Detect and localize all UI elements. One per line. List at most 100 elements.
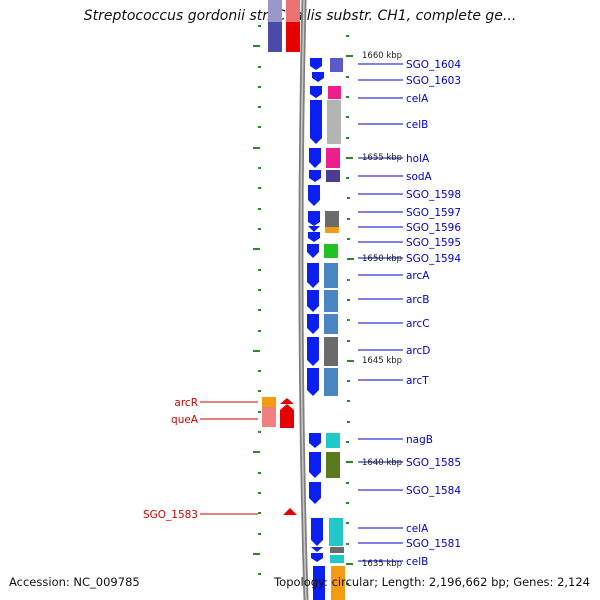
gene-arrow[interactable]	[309, 433, 321, 448]
forward-gene-label[interactable]: nagB	[358, 434, 433, 446]
forward-gene-label[interactable]: celA	[358, 93, 429, 105]
gene-label-text[interactable]: SGO_1596	[406, 222, 461, 234]
forward-gene-label[interactable]: celA	[358, 523, 429, 535]
forward-gene-label[interactable]: sodA	[358, 171, 433, 183]
forward-gene-label[interactable]: arcC	[358, 318, 430, 330]
cog-box[interactable]	[324, 368, 338, 396]
cog-box[interactable]	[262, 407, 276, 427]
gene-arrow[interactable]	[312, 72, 324, 82]
cog-box[interactable]	[330, 547, 344, 553]
gene-label-text[interactable]: SGO_1604	[406, 59, 461, 71]
gene-label-text[interactable]: arcA	[406, 270, 430, 282]
gene-label-text[interactable]: SGO_1598	[406, 189, 461, 201]
gene-label-text[interactable]: SGO_1594	[406, 253, 461, 265]
gene-arrow[interactable]	[313, 566, 325, 600]
forward-gene-label[interactable]: arcT	[358, 375, 429, 387]
reverse-label-group[interactable]: arcR queA SGO_1583	[143, 397, 258, 521]
forward-gene-label[interactable]: arcA	[358, 270, 430, 282]
gene-label-text[interactable]: holA	[406, 153, 430, 165]
cog-box[interactable]	[330, 58, 343, 72]
forward-gene-label[interactable]: arcD	[358, 345, 430, 357]
gene-label-text[interactable]: SGO_1581	[406, 538, 461, 550]
cog-box[interactable]	[324, 290, 338, 312]
gene-label-text[interactable]: arcR	[174, 397, 198, 409]
gene-arrow[interactable]	[307, 263, 319, 288]
forward-gene-label[interactable]: SGO_1596	[358, 222, 461, 234]
cog-box[interactable]	[262, 397, 276, 407]
forward-gene-label[interactable]: celB	[358, 119, 428, 131]
cog-box[interactable]	[329, 518, 343, 546]
cog-box[interactable]	[326, 452, 340, 478]
gene-arrow[interactable]	[311, 547, 323, 552]
forward-gene-label[interactable]: arcB	[358, 294, 430, 306]
gene-label-text[interactable]: arcC	[406, 318, 430, 330]
gene-arrow[interactable]	[307, 337, 319, 366]
forward-gene-label[interactable]: SGO_1595	[358, 237, 461, 249]
gene-label-text[interactable]: SGO_1603	[406, 75, 461, 87]
gene-arrow[interactable]	[309, 170, 321, 182]
forward-cog-track[interactable]	[324, 58, 345, 600]
gene-arrow[interactable]	[311, 553, 323, 562]
forward-gene-track[interactable]	[307, 58, 325, 600]
forward-gene-label[interactable]: SGO_1604	[358, 59, 461, 71]
gene-label-text[interactable]: SGO_1585	[406, 457, 461, 469]
cog-box[interactable]	[326, 170, 340, 182]
forward-gene-label[interactable]: SGO_1585	[358, 457, 461, 469]
gene-label-text[interactable]: arcD	[406, 345, 430, 357]
forward-gene-label[interactable]: SGO_1603	[358, 75, 461, 87]
gene-label-text[interactable]: queA	[171, 414, 199, 426]
gene-arrow[interactable]	[308, 226, 320, 232]
gene-label-text[interactable]: SGO_1597	[406, 207, 461, 219]
gene-arrow[interactable]	[310, 58, 322, 70]
cog-box[interactable]	[328, 86, 341, 99]
reverse-gene-label[interactable]: arcR	[174, 397, 258, 409]
reverse-gene-label[interactable]: SGO_1583	[143, 509, 258, 521]
cog-box[interactable]	[331, 566, 345, 600]
gene-arrow[interactable]	[307, 314, 319, 334]
gene-label-text[interactable]: SGO_1583	[143, 509, 198, 521]
gene-arrow[interactable]	[309, 148, 321, 168]
gene-arrow[interactable]	[307, 290, 319, 312]
gene-label-text[interactable]: SGO_1584	[406, 485, 461, 497]
cog-box[interactable]	[327, 100, 341, 144]
gene-label-text[interactable]: celB	[406, 556, 428, 568]
forward-gene-label[interactable]: SGO_1597	[358, 207, 461, 219]
gene-arrow[interactable]	[309, 452, 321, 478]
gene-arrow[interactable]	[308, 185, 320, 206]
gene-arrow[interactable]	[310, 100, 322, 144]
gene-arrow[interactable]	[307, 244, 319, 258]
cog-box[interactable]	[324, 337, 338, 366]
cog-box[interactable]	[326, 148, 340, 168]
gene-arrow[interactable]	[308, 232, 320, 242]
cog-box[interactable]	[330, 555, 344, 563]
forward-gene-label[interactable]: SGO_1581	[358, 538, 461, 550]
gene-label-text[interactable]: SGO_1595	[406, 237, 461, 249]
forward-gene-label[interactable]: holA	[358, 153, 430, 165]
gene-label-text[interactable]: sodA	[406, 171, 433, 183]
cog-box[interactable]	[324, 244, 338, 258]
gene-label-text[interactable]: nagB	[406, 434, 433, 446]
top-gene-cluster[interactable]	[268, 0, 300, 52]
gene-label-text[interactable]: celA	[406, 523, 429, 535]
gene-arrow[interactable]	[280, 398, 294, 404]
reverse-gene-track[interactable]	[262, 397, 297, 515]
cog-box[interactable]	[325, 211, 339, 227]
cog-box[interactable]	[325, 227, 339, 233]
gene-label-text[interactable]: arcB	[406, 294, 430, 306]
gene-label-text[interactable]: celB	[406, 119, 428, 131]
cog-box[interactable]	[324, 314, 338, 334]
forward-gene-label[interactable]: SGO_1594	[358, 253, 461, 265]
gene-arrow[interactable]	[280, 404, 294, 428]
forward-gene-label[interactable]: celB	[358, 556, 428, 568]
gene-arrow[interactable]	[308, 211, 320, 226]
reverse-gene-label[interactable]: queA	[171, 414, 258, 426]
forward-gene-label[interactable]: SGO_1598	[358, 189, 461, 201]
gene-arrow[interactable]	[311, 518, 323, 546]
gene-arrow[interactable]	[309, 482, 321, 504]
gene-label-text[interactable]: celA	[406, 93, 429, 105]
gene-label-text[interactable]: arcT	[406, 375, 429, 387]
gene-arrow[interactable]	[310, 86, 322, 98]
gene-arrow[interactable]	[307, 368, 319, 396]
